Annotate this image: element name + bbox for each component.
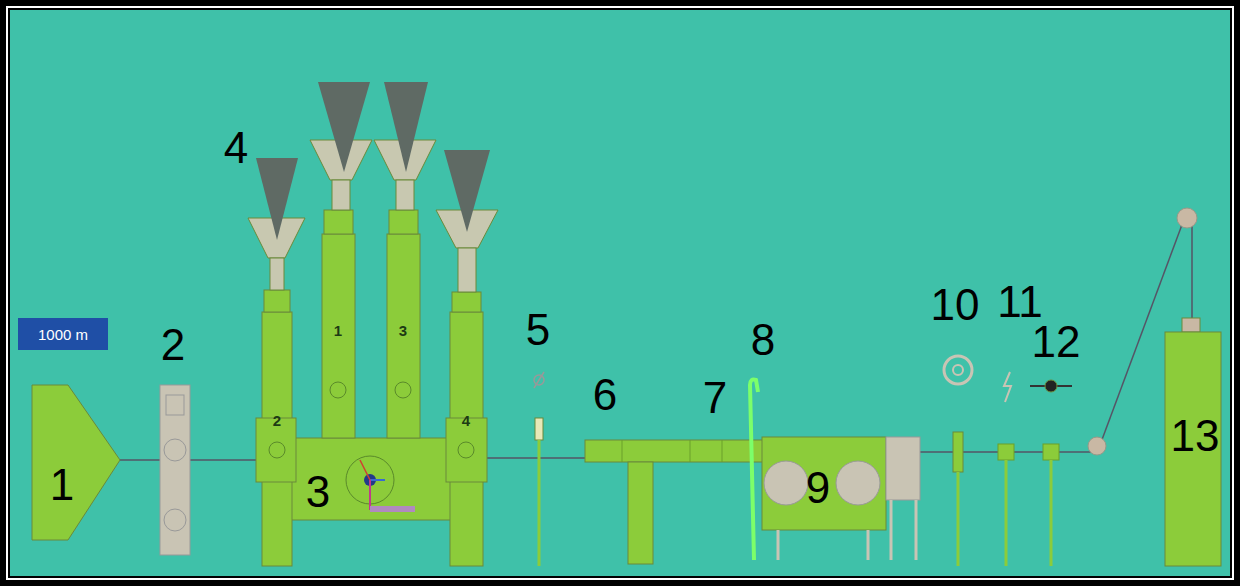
callout-number: 11: [997, 280, 1043, 324]
column-number: 4: [462, 413, 470, 428]
callout-number: 10: [931, 283, 980, 327]
callout-number: 2: [161, 323, 185, 367]
length-value: 1000 m: [38, 326, 88, 343]
hmi-screen: 1000 m123456789101112132134: [10, 10, 1230, 576]
callout-number: 1: [50, 463, 74, 507]
callout-number: 13: [1171, 414, 1220, 458]
column-number: 2: [273, 413, 281, 428]
length-display: 1000 m: [18, 318, 108, 350]
callout-number: 4: [224, 126, 248, 170]
extrusion-line-illustration: [10, 10, 1230, 576]
callout-number: 5: [526, 308, 550, 352]
callout-number: 7: [703, 376, 727, 420]
callout-number: 8: [751, 318, 775, 362]
callout-number: 9: [806, 466, 830, 510]
column-number: 1: [334, 323, 342, 338]
callout-number: 3: [306, 470, 330, 514]
callout-number: 6: [593, 373, 617, 417]
callout-number: 12: [1032, 320, 1081, 364]
column-number: 3: [399, 323, 407, 338]
